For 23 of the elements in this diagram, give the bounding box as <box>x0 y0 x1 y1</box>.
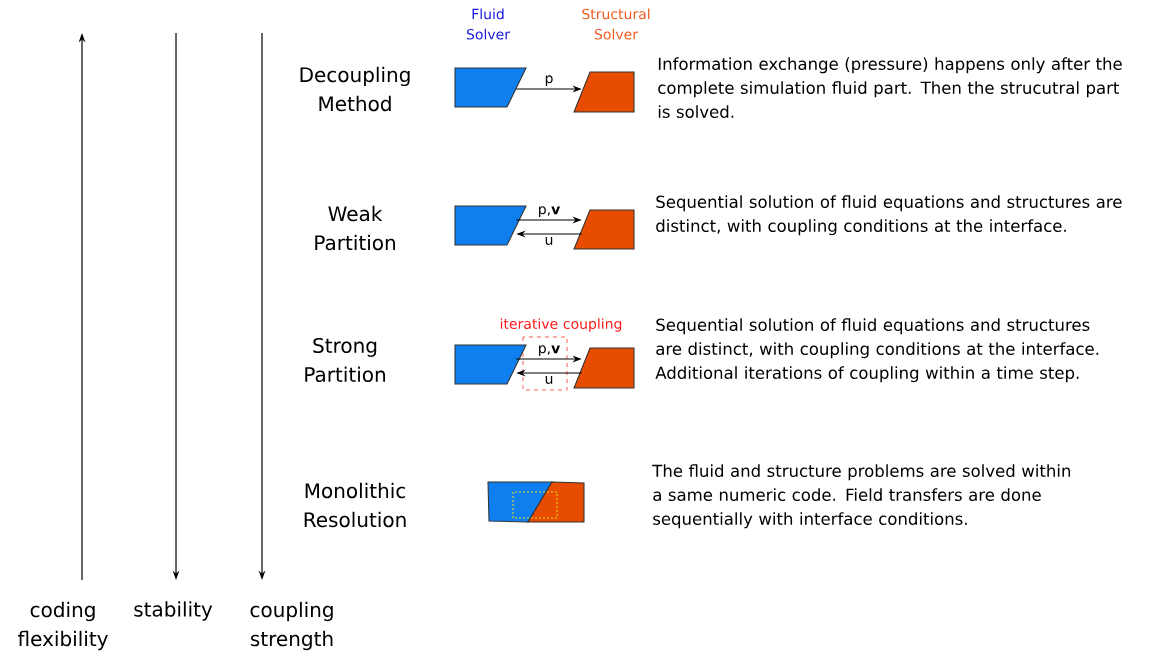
edge-label: u <box>545 236 553 245</box>
solver-shape <box>487 481 553 523</box>
method-name: Decoupling Method <box>300 66 410 112</box>
column-heading: Structural Solver <box>582 8 650 40</box>
edge-label: p,v <box>539 206 560 218</box>
edge-label: p <box>545 75 553 87</box>
solver-shape <box>573 71 635 113</box>
axis-label: coding flexibility <box>18 601 108 651</box>
solver-shape <box>527 481 585 523</box>
solver-shape <box>454 67 527 108</box>
solver-shape <box>573 347 635 389</box>
axis-label: coupling strength <box>250 601 333 651</box>
method-name: Weak Partition <box>315 205 395 251</box>
method-name: Strong Partition <box>305 337 385 383</box>
solver-shape <box>573 209 635 250</box>
edge-label: p,v <box>539 345 560 357</box>
coupling-note: iterative coupling <box>500 318 622 332</box>
description-text: The fluid and structure problems are solved within a same numeric code. Field transfers are done sequentially with interface conditions. <box>652 464 1071 529</box>
edge-label: u <box>545 375 553 384</box>
solver-shape <box>454 205 527 246</box>
axis-label: stability <box>134 601 213 621</box>
method-name: Monolithic Resolution <box>304 482 406 528</box>
solver-shape <box>454 344 527 385</box>
